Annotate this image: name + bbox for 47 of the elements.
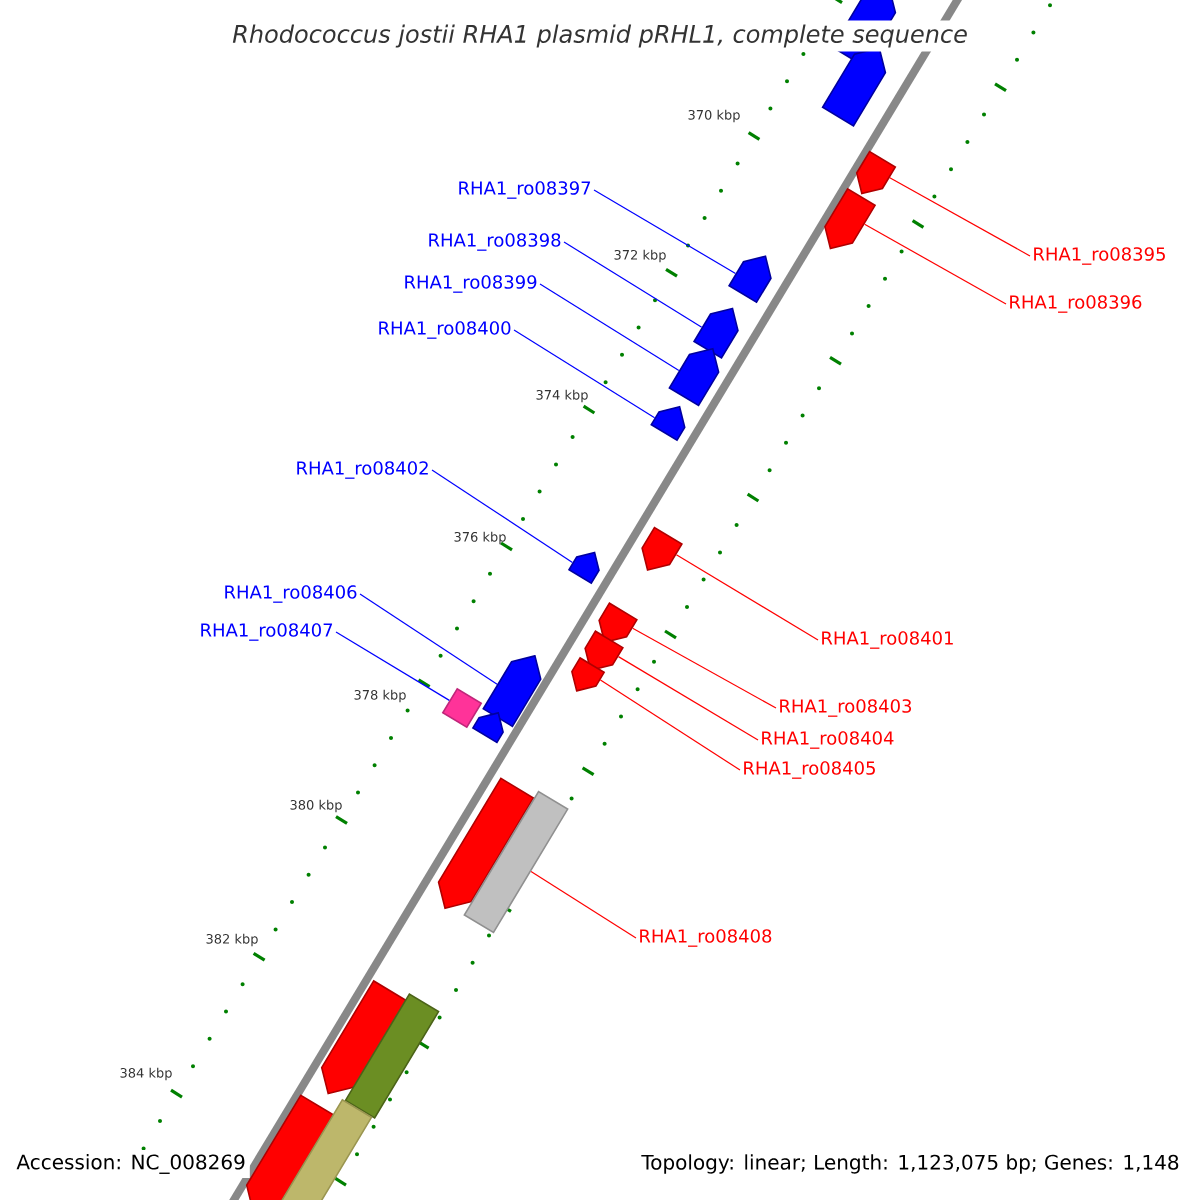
gene-label: RHA1_ro08403: [780, 699, 912, 717]
gene-feature: [821, 47, 887, 127]
leader-line: [359, 593, 498, 685]
gene-label: RHA1_ro08404: [762, 731, 894, 749]
leader-line: [530, 870, 637, 939]
gene-feature: [598, 602, 638, 644]
gene-feature: [567, 551, 600, 585]
leader-line: [513, 329, 656, 419]
gene-feature: [650, 405, 686, 442]
accession-text: Accession: NC_008269: [12, 1150, 250, 1178]
gene-feature: [824, 187, 877, 250]
leader-line: [563, 241, 703, 328]
gene-bar: [463, 790, 569, 934]
gene-label: RHA1_ro08402: [297, 461, 428, 479]
gene-feature: [641, 526, 683, 571]
gene-feature: [855, 150, 897, 195]
gene-label: RHA1_ro08398: [429, 233, 561, 251]
gene-feature: [728, 255, 772, 304]
leader-line: [593, 189, 737, 275]
gene-feature: [692, 307, 739, 360]
gene-bar: [344, 993, 440, 1119]
gene-label: RHA1_ro08401: [822, 631, 953, 649]
gene-label: RHA1_ro08408: [640, 929, 772, 947]
leader-line: [335, 631, 450, 701]
leader-line: [539, 283, 680, 372]
summary-text: Topology: linear; Length: 1,123,075 bp; Genes: 1,148: [641, 1154, 1179, 1174]
gene-feature: [668, 347, 720, 407]
gene-label: RHA1_ro08397: [459, 181, 591, 199]
gene-label: RHA1_ro08400: [379, 321, 511, 339]
gene-feature: [320, 979, 408, 1095]
gene-feature: [584, 630, 624, 672]
leader-line: [431, 469, 574, 563]
gene-feature: [571, 656, 606, 692]
gene-label: RHA1_ro08407: [201, 623, 333, 641]
title: Rhodococcus jostii RHA1 plasmid pRHL1, complete sequence: [228, 20, 972, 52]
leader-line: [675, 554, 819, 641]
leader-line: [617, 656, 759, 741]
gene-label: RHA1_ro08405: [744, 761, 875, 779]
gene-label: RHA1_ro08395: [1034, 247, 1165, 265]
gene-label: RHA1_ro08406: [225, 585, 357, 603]
leader-line: [889, 177, 1031, 257]
leader-line: [632, 627, 777, 709]
leader-line: [864, 223, 1007, 305]
leader-line: [599, 679, 741, 771]
gene-label: RHA1_ro08399: [405, 275, 537, 293]
gene-label: RHA1_ro08396: [1010, 295, 1142, 313]
gene-feature: [245, 1094, 335, 1200]
